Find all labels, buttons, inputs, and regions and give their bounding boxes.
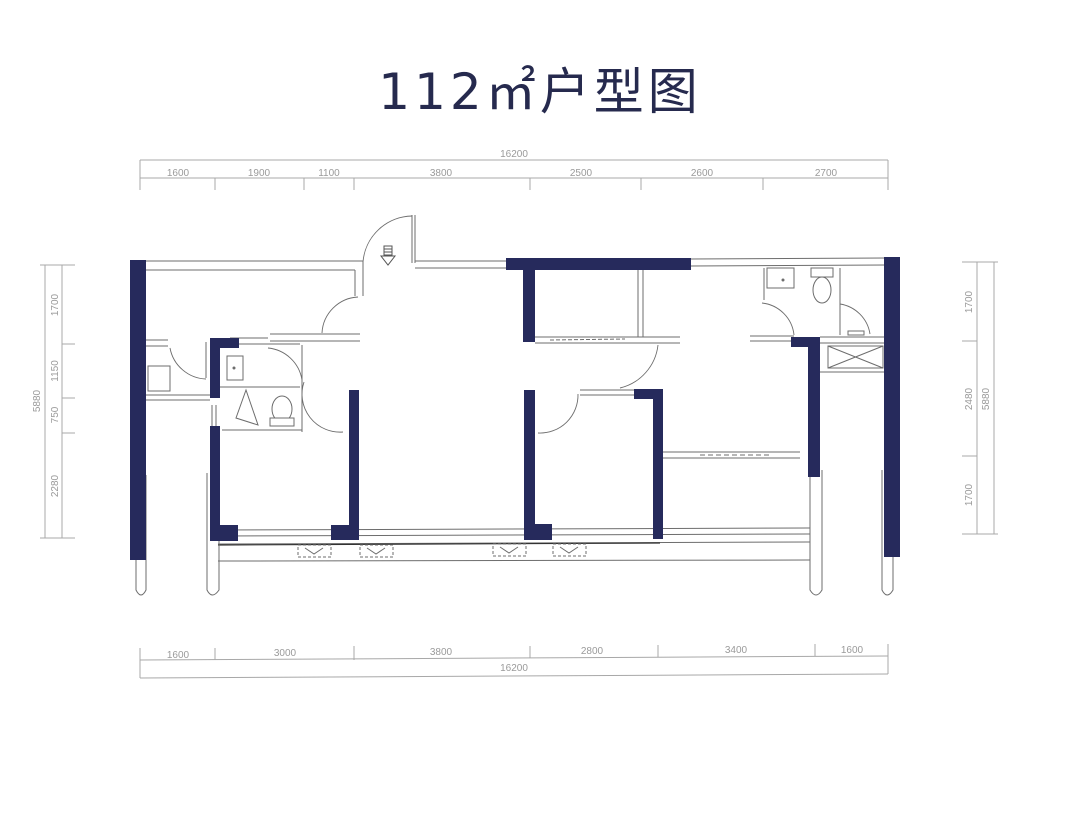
bottom-dim-2: 3000 (274, 648, 297, 659)
right-dim-1: 1700 (964, 290, 975, 313)
top-dim-3: 1100 (318, 168, 340, 179)
wall-right-inner (808, 337, 820, 477)
top-dim-4: 3800 (430, 168, 453, 179)
sink-icon-2 (766, 267, 795, 289)
left-dim-4: 2280 (50, 474, 61, 497)
wall-bedroom2-right (653, 389, 663, 539)
door-swing (267, 347, 303, 381)
wall-bedroom-right (349, 390, 359, 540)
balcony-rail-left-2 (206, 473, 220, 596)
wall-left-exterior (130, 260, 146, 560)
door-swing (321, 296, 359, 334)
right-total-dimension: 5880 (981, 387, 992, 410)
left-dimension-chain: 5880 1700 1150 750 2280 (32, 264, 75, 539)
door-swing (839, 303, 871, 335)
window-openings (297, 543, 587, 558)
appliance-icon (147, 365, 171, 392)
wall-bedroom2-top (634, 389, 663, 399)
bottom-dim-5: 3400 (725, 645, 748, 656)
shower-icon (235, 388, 259, 426)
top-dim-2: 1900 (248, 168, 271, 179)
wall-bedroom-left (210, 426, 220, 541)
wall-bedroom-right-corner (331, 525, 359, 540)
wall-top-middle (506, 258, 691, 270)
right-dimension-chain: 1700 2480 1700 5880 (962, 261, 998, 535)
top-total-dimension: 16200 (500, 149, 528, 160)
top-dim-1: 1600 (167, 168, 190, 179)
door-swing (537, 393, 579, 434)
balcony-rail-right-2 (881, 470, 894, 596)
wall-bedroom2-left (524, 390, 535, 540)
right-dim-2: 2480 (964, 387, 975, 410)
bottom-dim-4: 2800 (581, 646, 604, 657)
wall-right-inner-top (791, 337, 819, 347)
wall-bath-left (210, 338, 220, 398)
bottom-dim-3: 3800 (430, 647, 453, 658)
partition-lines (135, 215, 894, 596)
top-dimension-chain: 16200 1600 1900 1100 3800 2500 2600 2700 (139, 149, 889, 190)
entrance-arrow-icon (379, 245, 397, 266)
page-title: 112㎡户型图 (378, 63, 702, 121)
left-total-dimension: 5880 (32, 389, 43, 412)
bottom-dim-1: 1600 (167, 650, 190, 661)
wall-middle-upper (523, 262, 535, 342)
entrance-door-swing (362, 215, 413, 263)
wall-bedroom-corner (210, 525, 238, 541)
door-swing (761, 302, 795, 336)
door-swings (169, 215, 871, 434)
bottom-total-dimension: 16200 (500, 663, 528, 674)
wall-right-exterior (884, 257, 900, 557)
toilet-icon-2 (812, 276, 832, 304)
top-dim-5: 2500 (570, 168, 593, 179)
door-swing (619, 344, 659, 389)
top-dim-7: 2700 (815, 168, 838, 179)
left-dim-2: 1150 (50, 360, 61, 382)
top-dim-6: 2600 (691, 168, 714, 179)
bearing-walls (130, 257, 900, 560)
balcony-rail-right (809, 470, 823, 596)
bottom-dim-6: 1600 (841, 645, 864, 656)
door-swing (169, 347, 207, 380)
wall-bath-top (210, 338, 239, 348)
right-dim-3: 1700 (964, 483, 975, 506)
door-swing (301, 381, 344, 433)
left-dim-1: 1700 (50, 293, 61, 316)
left-dim-3: 750 (50, 406, 61, 423)
wall-bedroom2-corner (524, 524, 552, 540)
bottom-dimension-chain: 1600 3000 3800 2800 3400 1600 16200 (139, 644, 889, 679)
balcony-rail-left (135, 475, 147, 596)
